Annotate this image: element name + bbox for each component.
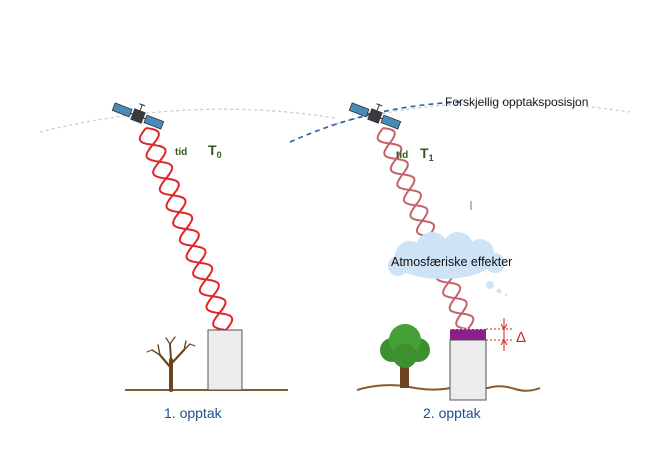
roof-offset-highlight <box>450 329 486 340</box>
signal-strand <box>145 127 227 331</box>
position-note: Forskjellig opptaksposisjon <box>445 95 588 109</box>
orbit-arc-1 <box>39 108 336 133</box>
time-symbol-2: T1 <box>420 145 434 163</box>
time-symbol-1: T0 <box>208 142 222 160</box>
leafy-tree-icon <box>380 324 430 388</box>
time-word-2: tid <box>396 150 408 161</box>
time-symbol-1-letter: T <box>208 142 217 158</box>
time-symbol-2-letter: T <box>420 145 429 161</box>
time-subscript-2: 1 <box>429 153 434 163</box>
offset-symbol: Δ <box>516 329 526 346</box>
caption-1: 1. opptak <box>164 405 223 421</box>
signal-wave-2 <box>376 127 475 330</box>
satellite-icon <box>348 102 402 130</box>
offset-marker <box>486 318 512 351</box>
signal-strand <box>382 127 475 330</box>
signal-strand <box>376 127 469 330</box>
cloud-icon <box>388 232 508 297</box>
building-1 <box>207 329 243 391</box>
atmosphere-label: Atmosfæriske effekter <box>391 255 512 269</box>
caption-2: 2. opptak <box>423 405 482 421</box>
ground-line-2 <box>356 384 541 392</box>
orbit-arc-shifted <box>289 101 461 143</box>
time-subscript-1: 0 <box>217 150 222 160</box>
time-word-1: tid <box>175 147 187 158</box>
signal-wave-1 <box>138 127 234 331</box>
satellite-icon <box>111 102 165 130</box>
building-2 <box>449 339 487 401</box>
bare-tree-icon <box>146 336 196 392</box>
